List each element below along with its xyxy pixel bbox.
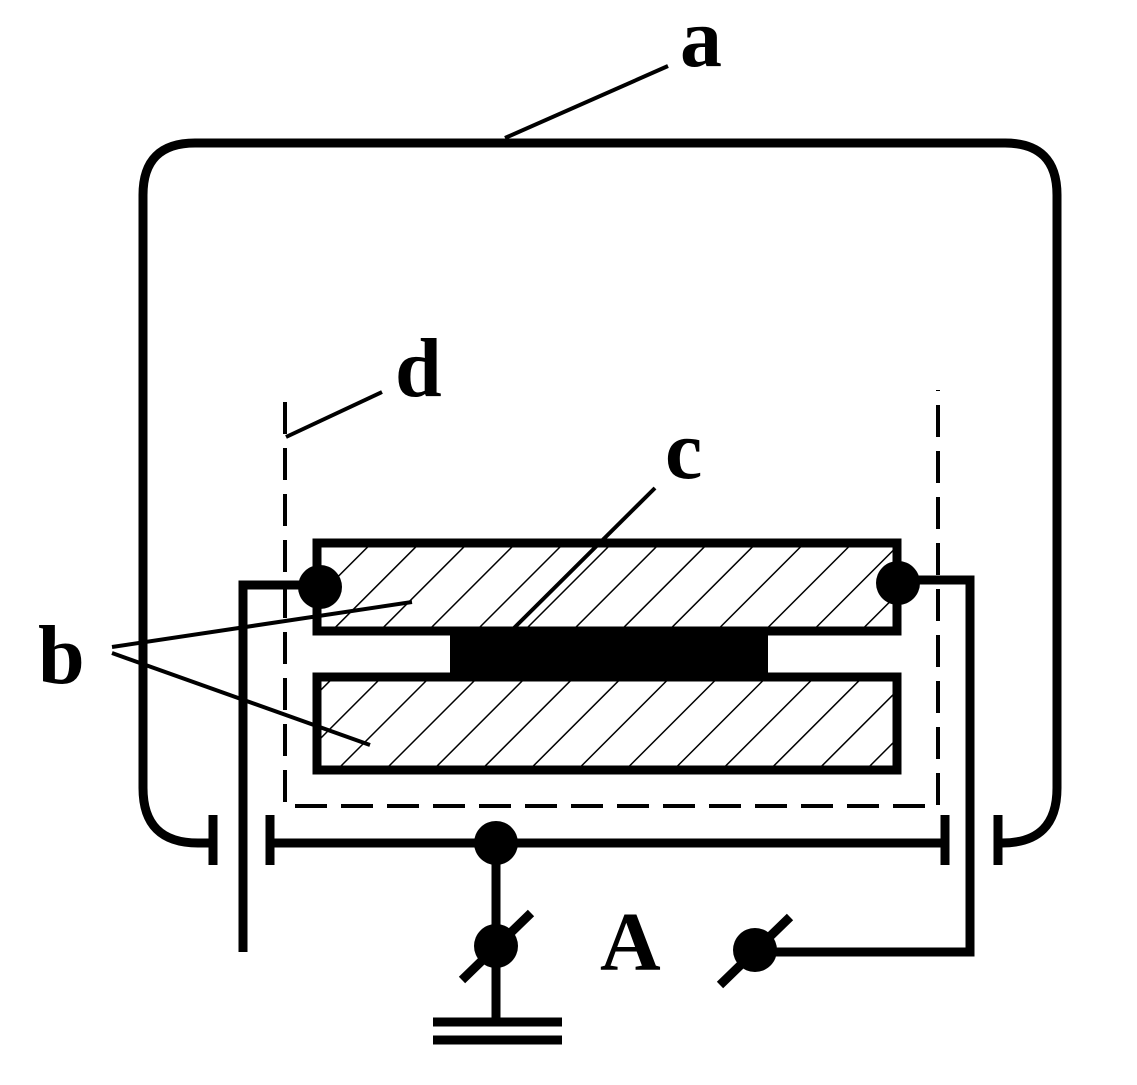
ground-terminal-tick — [458, 909, 535, 984]
label-c: c — [665, 404, 702, 497]
outer-envelope — [138, 138, 1062, 848]
leader-b-bottom — [111, 651, 371, 747]
terminal-a-tick — [716, 913, 794, 989]
leader-b-top — [111, 600, 413, 649]
label-d: d — [395, 322, 442, 415]
label-A: A — [600, 896, 661, 989]
dashed-shield — [283, 390, 940, 808]
label-a: a — [680, 0, 722, 85]
bottom-block — [312, 672, 902, 775]
top-block-hatch — [317, 543, 897, 631]
bottom-block-hatch — [317, 677, 897, 770]
left-contact — [298, 565, 342, 609]
leader-c — [510, 486, 657, 632]
right-electrode-lead — [755, 575, 975, 957]
label-b: b — [38, 609, 85, 702]
leader-d — [285, 390, 383, 439]
left-electrode-lead — [238, 580, 320, 952]
sample-c — [450, 633, 768, 675]
right-contact — [876, 561, 920, 605]
leader-a — [504, 64, 669, 140]
